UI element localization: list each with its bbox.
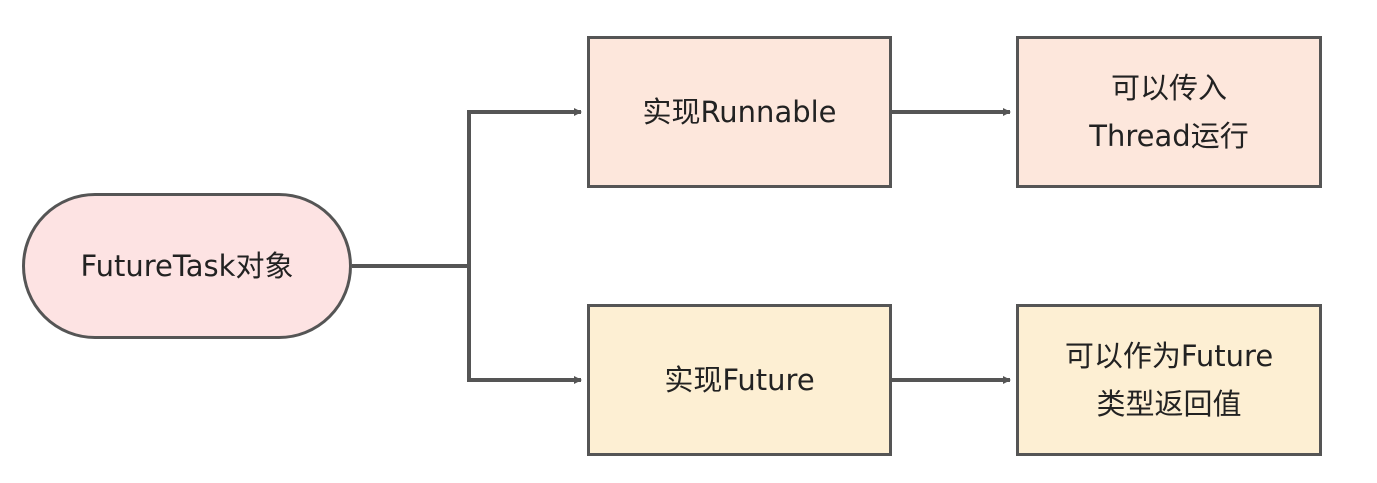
future-return-line-1: 可以作为Future — [1064, 339, 1274, 373]
future-return-line-2: 类型返回值 — [1096, 387, 1242, 421]
thread-runnable-node: 可以传入 Thread运行 — [1016, 36, 1322, 188]
thread-runnable-line-2: Thread运行 — [1089, 119, 1249, 153]
futuretask-object-node: FutureTask对象 — [22, 193, 352, 339]
edge-root-to-runnable — [352, 108, 582, 268]
implements-runnable-label: 实现Runnable — [642, 95, 837, 129]
future-return-node: 可以作为Future 类型返回值 — [1016, 304, 1322, 456]
thread-runnable-line-1: 可以传入 — [1110, 71, 1227, 105]
implements-future-node: 实现Future — [587, 304, 892, 456]
edge-root-to-future — [467, 266, 582, 384]
implements-runnable-node: 实现Runnable — [587, 36, 892, 188]
implements-future-label: 实现Future — [664, 363, 815, 397]
futuretask-object-label: FutureTask对象 — [80, 249, 294, 283]
